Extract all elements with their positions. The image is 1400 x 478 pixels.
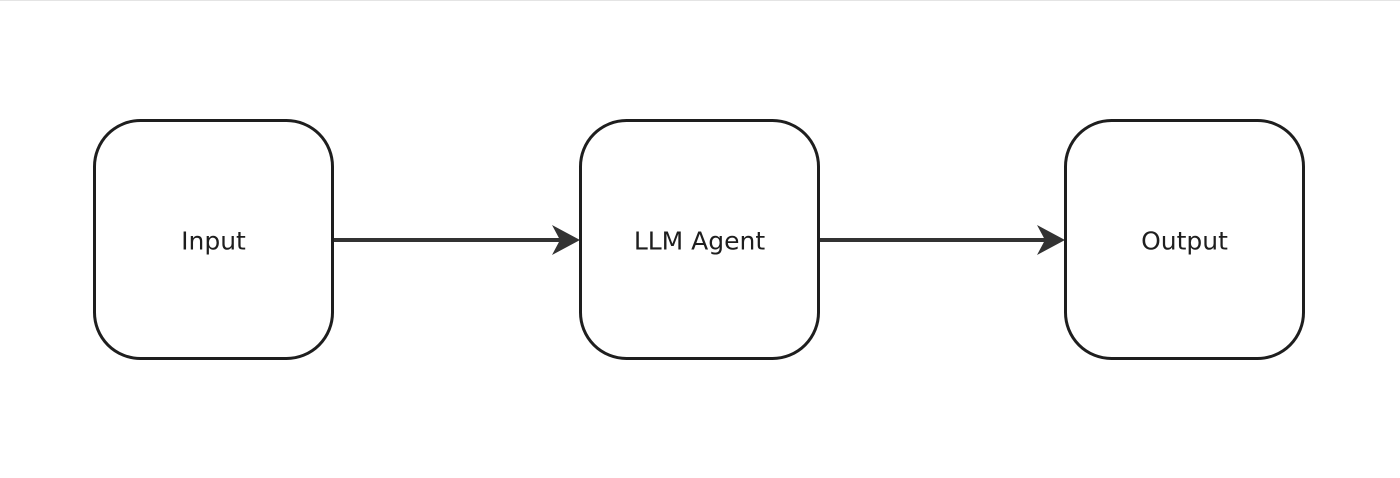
node-output: Output <box>1064 119 1305 360</box>
node-label-input: Input <box>181 227 246 256</box>
top-border <box>0 0 1400 1</box>
node-input: Input <box>93 119 334 360</box>
edge-agent-to-output <box>819 225 1065 255</box>
node-llm-agent: LLM Agent <box>579 119 820 360</box>
arrowhead-icon <box>1037 225 1065 255</box>
node-box <box>93 119 334 360</box>
edge-input-to-agent <box>333 225 580 255</box>
node-label-llm-agent: LLM Agent <box>634 227 766 256</box>
node-box <box>1064 119 1305 360</box>
arrowhead-icon <box>552 225 580 255</box>
node-label-output: Output <box>1141 227 1228 256</box>
node-box <box>579 119 820 360</box>
